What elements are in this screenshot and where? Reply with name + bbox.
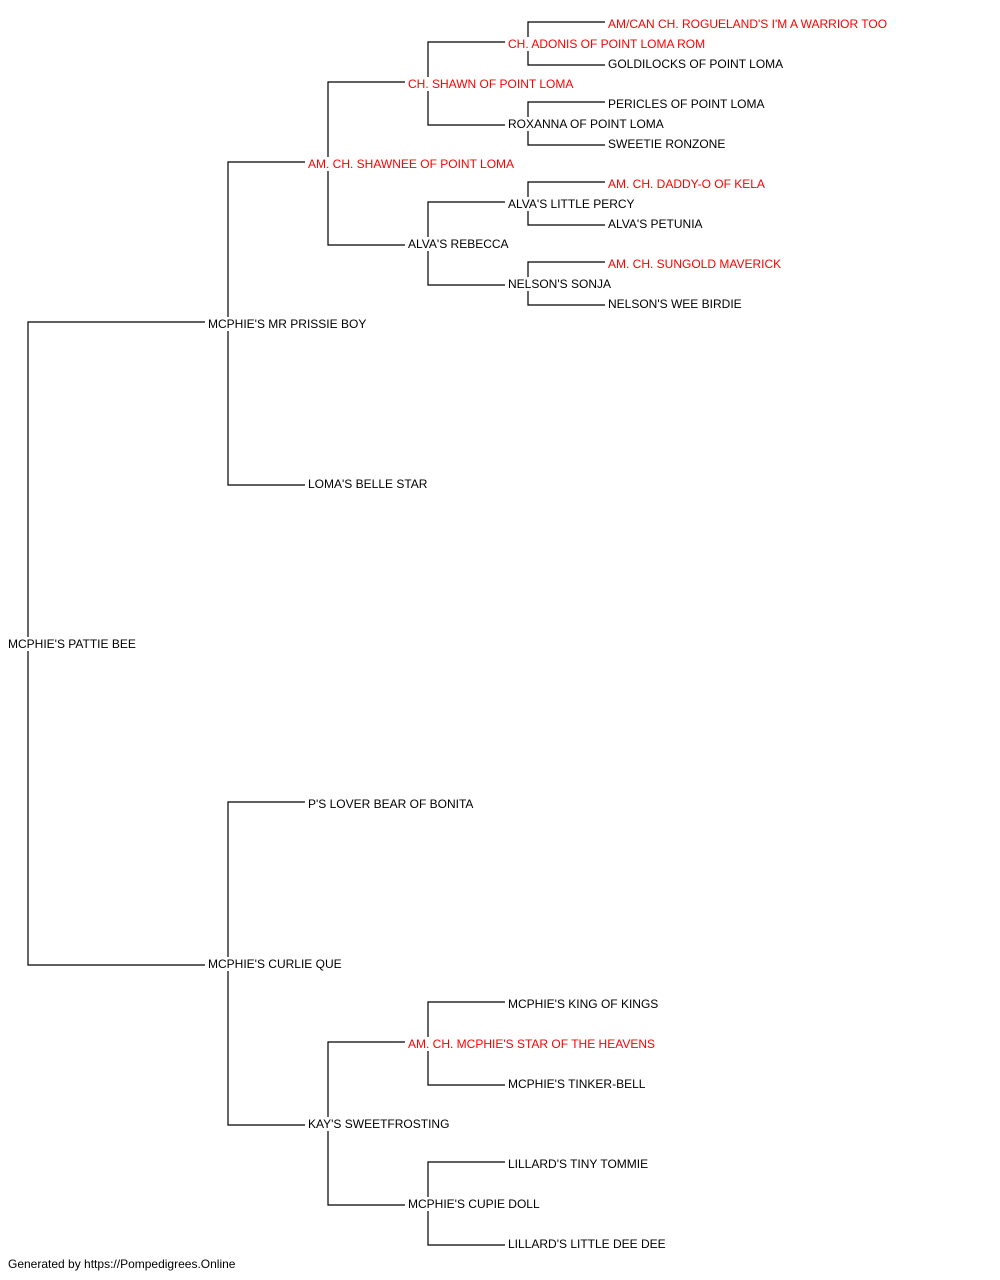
gen4-sssd-name: ROXANNA OF POINT LOMA (507, 117, 665, 131)
gen3-dds-name: AM. CH. MCPHIE'S STAR OF THE HEAVENS (407, 1037, 656, 1051)
gen5-sssss-name: AM/CAN CH. ROGUELAND'S I'M A WARRIOR TOO (607, 17, 889, 31)
gen5-ssssd-name: GOLDILOCKS OF POINT LOMA (607, 57, 785, 71)
gen3-ddd-name: MCPHIE'S CUPIE DOLL (407, 1197, 541, 1211)
sire-sire-name: AM. CH. SHAWNEE OF POINT LOMA (307, 157, 516, 171)
gen4-ssds-name: ALVA'S LITTLE PERCY (507, 197, 636, 211)
sire-dam-name: LOMA'S BELLE STAR (307, 477, 429, 491)
gen3-sss-name: CH. SHAWN OF POINT LOMA (407, 77, 575, 91)
gen4-ddds-name: LILLARD'S TINY TOMMIE (507, 1157, 650, 1171)
gen4-ssss-name: CH. ADONIS OF POINT LOMA ROM (507, 37, 707, 51)
gen5-ssdsd-name: ALVA'S PETUNIA (607, 217, 704, 231)
gen4-ddss-name: MCPHIE'S KING OF KINGS (507, 997, 660, 1011)
gen5-ssddd-name: NELSON'S WEE BIRDIE (607, 297, 743, 311)
dam-dam-name: KAY'S SWEETFROSTING (307, 1117, 451, 1131)
gen5-ssdds-name: AM. CH. SUNGOLD MAVERICK (607, 257, 783, 271)
gen5-ssdss-name: AM. CH. DADDY-O OF KELA (607, 177, 766, 191)
gen4-ddsd-name: MCPHIE'S TINKER-BELL (507, 1077, 647, 1091)
sire-name: MCPHIE'S MR PRISSIE BOY (207, 317, 368, 331)
gen4-ssdd-name: NELSON'S SONJA (507, 277, 612, 291)
gen5-sssdd-name: SWEETIE RONZONE (607, 137, 727, 151)
generated-by-footer: Generated by https://Pompedigrees.Online (8, 1257, 236, 1271)
gen4-dddd-name: LILLARD'S LITTLE DEE DEE (507, 1237, 667, 1251)
gen5-sssds-name: PERICLES OF POINT LOMA (607, 97, 766, 111)
dam-name: MCPHIE'S CURLIE QUE (207, 957, 343, 971)
subject-dog-name: MCPHIE'S PATTIE BEE (7, 637, 137, 651)
gen3-ssd-name: ALVA'S REBECCA (407, 237, 510, 251)
dam-sire-name: P'S LOVER BEAR OF BONITA (307, 797, 475, 811)
